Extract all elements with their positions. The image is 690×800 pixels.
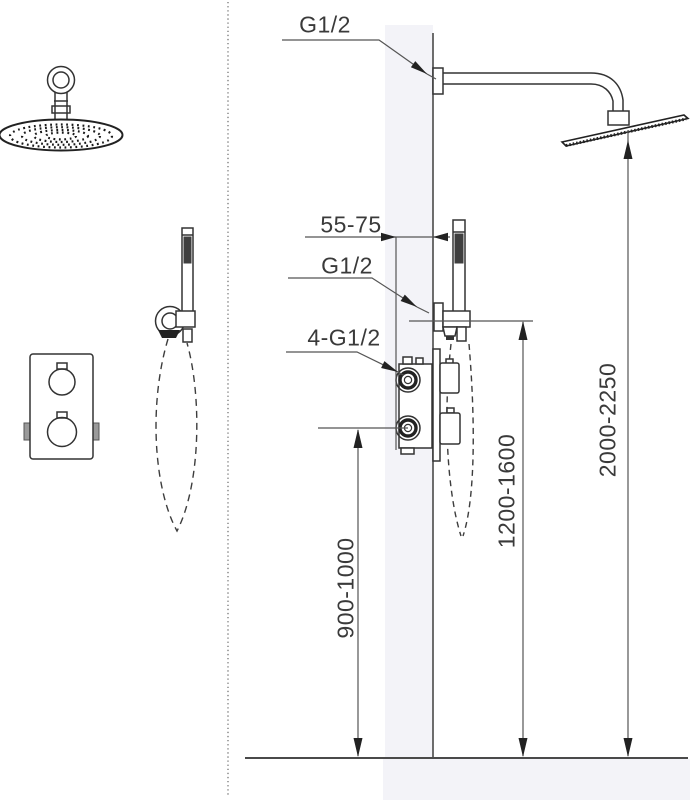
- outlet-cone: [158, 330, 180, 338]
- dimensions: [282, 39, 633, 757]
- leader-g12-top: [282, 39, 437, 80]
- dim-55-75: [305, 232, 450, 450]
- arm-bend-outer: [590, 72, 624, 111]
- label-55-75: 55-75: [320, 211, 382, 238]
- outlet-cap-side: [446, 336, 454, 340]
- valve-side-tab-left: [23, 422, 31, 441]
- arm-bend-inner: [590, 83, 614, 111]
- label-g12-top: G1/2: [299, 11, 351, 38]
- wall-flange-side: [432, 67, 444, 95]
- valve-knob-top: [48, 368, 76, 396]
- rain-head-face: [0, 118, 124, 152]
- trim-plate: [432, 348, 441, 462]
- label-4g12: 4-G1/2: [307, 324, 381, 351]
- valve-top-stub-1: [402, 356, 413, 365]
- valve-bottom-stub: [400, 447, 415, 455]
- label-g12-mid: G1/2: [321, 252, 373, 279]
- dim-2000-2250: [623, 131, 633, 757]
- valve-port-top: [395, 367, 421, 393]
- mixer-valve-front: [23, 353, 100, 460]
- outlet-bell-side: [442, 326, 458, 337]
- hose-connector-front: [182, 328, 193, 343]
- shower-arm-side: [443, 72, 630, 126]
- ground-fill: [383, 759, 690, 800]
- label-1200-1600: 1200-1600: [493, 433, 520, 549]
- holder-flange-side: [433, 302, 444, 332]
- holder-bracket: [175, 310, 196, 328]
- leader-4g12: [286, 351, 405, 377]
- rain-head-front: [0, 65, 124, 152]
- rain-head-side: [560, 114, 690, 147]
- dim-900-1000: [353, 429, 363, 757]
- label-2000-2250: 2000-2250: [594, 362, 621, 478]
- dim-1200-1600: [518, 321, 528, 757]
- hose-front: [155, 338, 198, 533]
- installation-side-view: [395, 67, 690, 537]
- valve-side-tab-right: [92, 422, 100, 441]
- valve-top-stub-2: [415, 357, 424, 365]
- hose-connector-side: [456, 326, 467, 342]
- label-900-1000: 900-1000: [332, 537, 359, 639]
- valve-side: [395, 348, 461, 462]
- nozzle-rings: [8, 123, 114, 149]
- arm-nut: [607, 110, 630, 126]
- valve-plate: [29, 353, 94, 460]
- wall-flange-inner-circle: [52, 71, 70, 89]
- knob-top-side: [439, 362, 460, 394]
- holder-bracket-side: [442, 310, 471, 328]
- valve-knob-bottom: [46, 416, 78, 448]
- hand-shower-grip: [183, 236, 192, 264]
- leader-g12-mid: [288, 277, 430, 314]
- hand-shower-grip-side: [454, 233, 464, 264]
- knob-bottom-side: [439, 412, 461, 445]
- hose-side-right: [462, 343, 474, 537]
- hand-shower-front: [154, 227, 198, 533]
- wall-flange-circle: [46, 65, 76, 95]
- rain-head-nozzle-row: [565, 117, 687, 147]
